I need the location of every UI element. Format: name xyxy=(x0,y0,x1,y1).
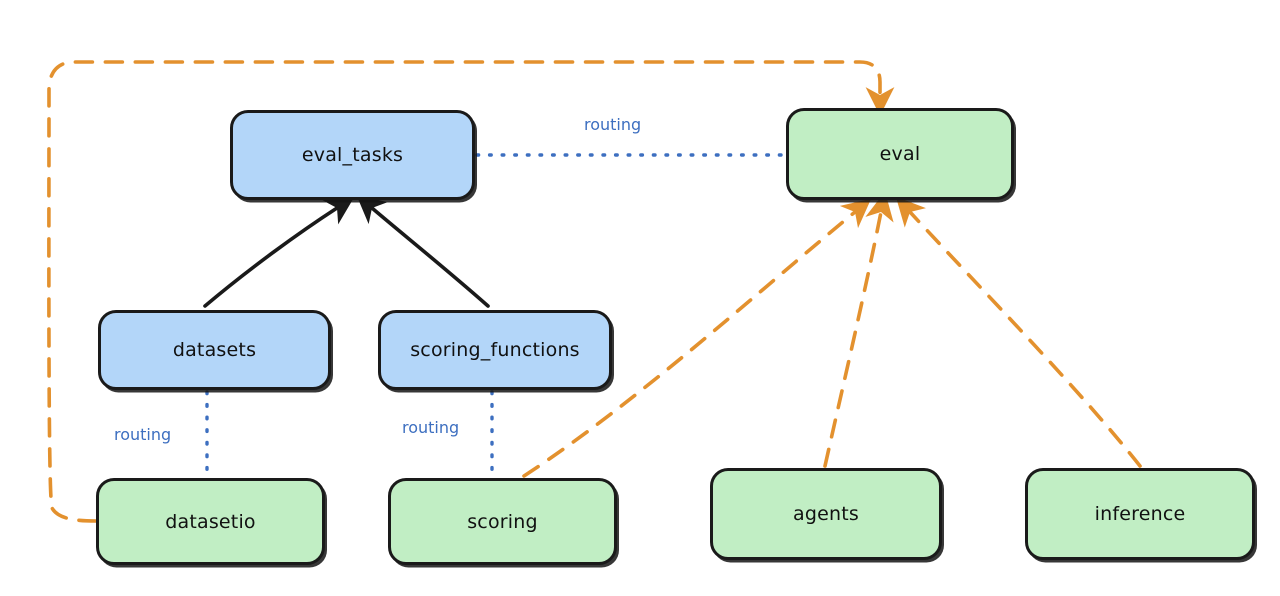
node-agents[interactable]: agents xyxy=(710,468,942,560)
node-label-scoring: scoring xyxy=(467,510,538,533)
node-label-eval: eval xyxy=(879,143,921,165)
edge-inference-eval xyxy=(895,196,1142,468)
node-label-agents: agents xyxy=(793,503,859,525)
edge-datasets-eval-tasks xyxy=(203,196,355,308)
edge-agents-eval xyxy=(823,191,894,468)
node-datasetio[interactable]: datasetio xyxy=(96,478,325,565)
node-label-inference: inference xyxy=(1094,503,1186,525)
node-inference[interactable]: inference xyxy=(1025,468,1255,560)
node-label-scoring-functions: scoring_functions xyxy=(410,339,580,361)
node-eval[interactable]: eval xyxy=(786,108,1014,200)
node-scoring[interactable]: scoring xyxy=(388,478,617,565)
node-scoring-functions[interactable]: scoring_functions xyxy=(378,310,612,390)
edge-scoring-functions-eval-tasks xyxy=(356,194,490,308)
edge-datasetio-eval xyxy=(47,60,895,523)
edge-label-routing-left: routing xyxy=(110,425,176,444)
edge-label-routing-middle: routing xyxy=(398,418,464,437)
node-label-datasetio: datasetio xyxy=(165,510,256,533)
node-label-datasets: datasets xyxy=(172,339,257,361)
node-label-eval-tasks: eval_tasks xyxy=(301,144,404,166)
edge-label-routing-top: routing xyxy=(580,115,646,134)
edge-scoring-eval xyxy=(522,198,872,478)
node-datasets[interactable]: datasets xyxy=(98,310,331,390)
node-eval-tasks[interactable]: eval_tasks xyxy=(230,110,475,200)
